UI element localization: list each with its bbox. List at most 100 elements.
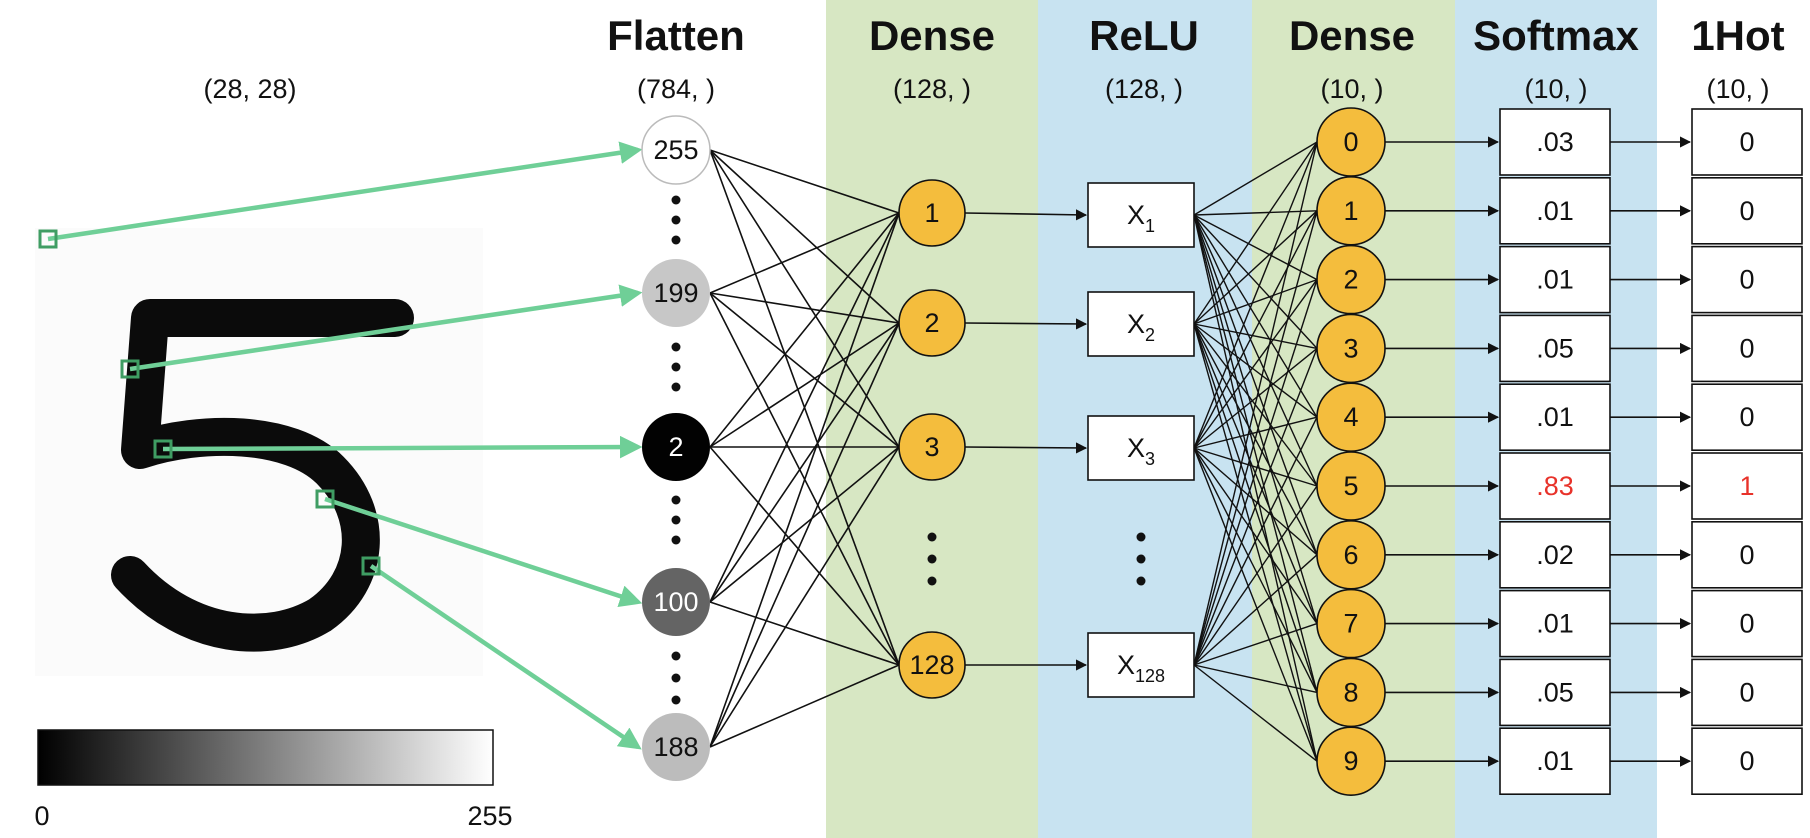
edge-flatten-3-dense-3 xyxy=(709,601,900,666)
edge-flatten-0-dense-2 xyxy=(709,149,900,448)
softmax-value: .03 xyxy=(1536,127,1574,157)
ellipsis-dots xyxy=(671,195,1146,705)
onehot-box xyxy=(1691,245,1803,314)
input-digit-image xyxy=(35,228,483,676)
edge-flatten-0-dense-0 xyxy=(709,149,900,214)
flatten-node-circle xyxy=(641,115,711,185)
dot xyxy=(1136,576,1146,586)
flatten-node-value: 199 xyxy=(653,278,698,308)
softmax-value: .01 xyxy=(1536,609,1574,639)
edge-relu-3-dense2-8 xyxy=(1193,664,1318,694)
layer-shape-onehot: (10, ) xyxy=(1706,74,1769,104)
relu-label-base: X xyxy=(1117,650,1135,680)
dense-node-label: 128 xyxy=(909,650,954,680)
onehot-value: 0 xyxy=(1739,402,1754,432)
colorbar-max-label: 255 xyxy=(467,801,512,831)
onehot-box xyxy=(1691,452,1803,520)
onehot-cell-2: 0 xyxy=(1691,245,1803,314)
edge-flatten-2-dense-3 xyxy=(709,446,900,666)
flatten-node-value: 255 xyxy=(653,135,698,165)
dot xyxy=(671,342,681,352)
output-node-7: 7 xyxy=(1316,588,1386,659)
onehot-value: 0 xyxy=(1739,127,1754,157)
edge-flatten-1-dense-2 xyxy=(709,292,900,448)
edge-relu-0-dense2-0 xyxy=(1193,141,1318,216)
softmax-box xyxy=(1499,452,1611,520)
dense-node-label: 3 xyxy=(924,432,939,462)
dense-node-3: 3 xyxy=(898,413,966,481)
edge-relu-0-dense2-1 xyxy=(1193,210,1318,216)
softmax-cell-9: .01 xyxy=(1499,727,1611,796)
edge-relu-0-dense2-7 xyxy=(1193,214,1318,624)
pixel-arrow-3 xyxy=(324,496,643,608)
dot xyxy=(671,215,681,225)
arrow-dense-to-relu-0 xyxy=(964,209,1088,221)
output-node-0: 0 xyxy=(1316,107,1386,177)
edge-relu-1-dense2-0 xyxy=(1193,141,1318,325)
onehot-box xyxy=(1691,177,1803,245)
relu-label: X3 xyxy=(1127,433,1155,469)
flatten-node-circle xyxy=(642,259,710,327)
onehot-box xyxy=(1691,589,1803,658)
relu-node-3: X3 xyxy=(1087,415,1195,481)
colorbar xyxy=(37,729,494,786)
pixel-marker-0 xyxy=(38,229,58,249)
dense-node-circle xyxy=(898,413,966,481)
output-node-circle xyxy=(1316,588,1386,659)
pixel-marker-3 xyxy=(315,489,335,509)
dot xyxy=(671,515,681,525)
layer-title-softmax: Softmax xyxy=(1473,12,1639,59)
dense-node-label: 1 xyxy=(924,198,939,228)
onehot-value: 0 xyxy=(1739,746,1754,776)
output-node-circle xyxy=(1316,176,1386,246)
softmax-box xyxy=(1499,314,1611,383)
edge-flatten-3-dense-1 xyxy=(709,322,900,603)
digit-five-stroke xyxy=(111,299,414,652)
edge-relu-3-dense2-0 xyxy=(1193,141,1318,666)
dot xyxy=(927,554,937,564)
onehot-cell-6: 0 xyxy=(1691,520,1803,589)
output-node-label: 0 xyxy=(1343,127,1358,157)
pixel-marker-2 xyxy=(153,439,173,459)
relu-label-subscript: 128 xyxy=(1135,666,1165,686)
dot xyxy=(1136,554,1146,564)
input-shape-label: (28, 28) xyxy=(203,74,296,104)
layer-shape-softmax: (10, ) xyxy=(1524,74,1587,104)
arrow-dense-to-relu-2 xyxy=(964,442,1088,454)
softmax-value: .02 xyxy=(1536,540,1574,570)
relu-label-subscript: 1 xyxy=(1145,216,1155,236)
flatten-node-255: 255 xyxy=(641,115,711,185)
dot xyxy=(671,535,681,545)
onehot-cell-7: 0 xyxy=(1691,589,1803,658)
relu-node-2: X2 xyxy=(1087,291,1195,357)
relu-ellipsis xyxy=(1136,532,1146,586)
relu-label-base: X xyxy=(1127,309,1145,339)
connections xyxy=(709,136,1692,767)
output-node-6: 6 xyxy=(1316,519,1386,590)
softmax-cell-3: .05 xyxy=(1499,314,1611,383)
layer-title-dense-2: Dense xyxy=(1289,12,1415,59)
onehot-value: 1 xyxy=(1739,471,1754,501)
dense-node-2: 2 xyxy=(898,289,966,357)
flatten-node-199: 199 xyxy=(642,259,710,327)
flatten-node-100: 100 xyxy=(642,568,710,636)
layer-title-relu: ReLU xyxy=(1089,12,1199,59)
edge-relu-0-dense2-6 xyxy=(1193,214,1318,556)
softmax-value: .83 xyxy=(1536,471,1574,501)
edge-relu-2-dense2-8 xyxy=(1193,447,1318,693)
flatten-node-value: 100 xyxy=(653,587,698,617)
output-node-label: 2 xyxy=(1343,265,1358,295)
output-node-label: 4 xyxy=(1343,402,1358,432)
flatten-ellipsis-3 xyxy=(671,495,681,545)
edge-relu-2-dense2-6 xyxy=(1193,447,1318,556)
onehot-cell-4: 0 xyxy=(1691,383,1803,452)
pixel-arrow-2 xyxy=(162,435,643,459)
onehot-box xyxy=(1691,108,1803,176)
edge-relu-2-dense2-1 xyxy=(1193,210,1318,449)
dot xyxy=(671,495,681,505)
relu-label-subscript: 2 xyxy=(1145,325,1155,345)
dot xyxy=(671,651,681,661)
onehot-cell-3: 0 xyxy=(1691,314,1803,383)
dense-ellipsis xyxy=(927,532,937,586)
onehot-value: 0 xyxy=(1739,265,1754,295)
